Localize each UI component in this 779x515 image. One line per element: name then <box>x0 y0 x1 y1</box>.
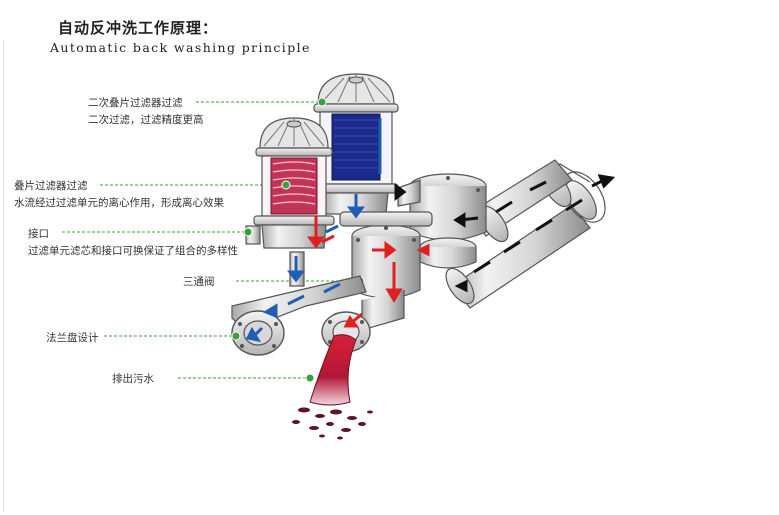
marker-secondary-filter <box>317 97 327 107</box>
callout-connector-title: 接口 <box>28 228 49 240</box>
marker-flange <box>231 331 241 341</box>
discharge-stream <box>292 334 373 440</box>
callout-three-way-valve: 三通阀 <box>183 276 215 288</box>
primary-filter-unit <box>243 117 335 249</box>
page-subtitle: Automatic back washing principle <box>50 40 311 55</box>
callout-secondary-filter-title: 二次叠片过滤器过滤 <box>88 97 183 109</box>
secondary-filter-cartridge <box>331 113 381 181</box>
callout-flange: 法兰盘设计 <box>46 332 99 344</box>
callout-disc-filter-desc: 水流经过过滤单元的离心作用，形成离心效果 <box>14 197 224 209</box>
three-way-valve-body <box>339 211 433 331</box>
marker-connector <box>243 227 253 237</box>
callout-discharge: 排出污水 <box>112 373 154 385</box>
inlet-manifold <box>445 159 606 309</box>
callout-disc-filter-title: 叠片过滤器过滤 <box>14 180 88 192</box>
inlet-flow-arrows <box>394 174 616 293</box>
callout-secondary-filter-desc: 二次过滤，过滤精度更高 <box>88 114 204 126</box>
page-title: 自动反冲洗工作原理： <box>58 19 219 37</box>
callout-connector-desc: 过滤单元滤芯和接口可换保证了组合的多样性 <box>28 245 238 257</box>
page-left-rule <box>3 40 4 512</box>
backwash-flow-arrows <box>307 216 430 328</box>
marker-discharge <box>305 373 315 383</box>
clean-flow-arrows <box>245 118 382 343</box>
marker-disc-filter <box>281 180 291 190</box>
